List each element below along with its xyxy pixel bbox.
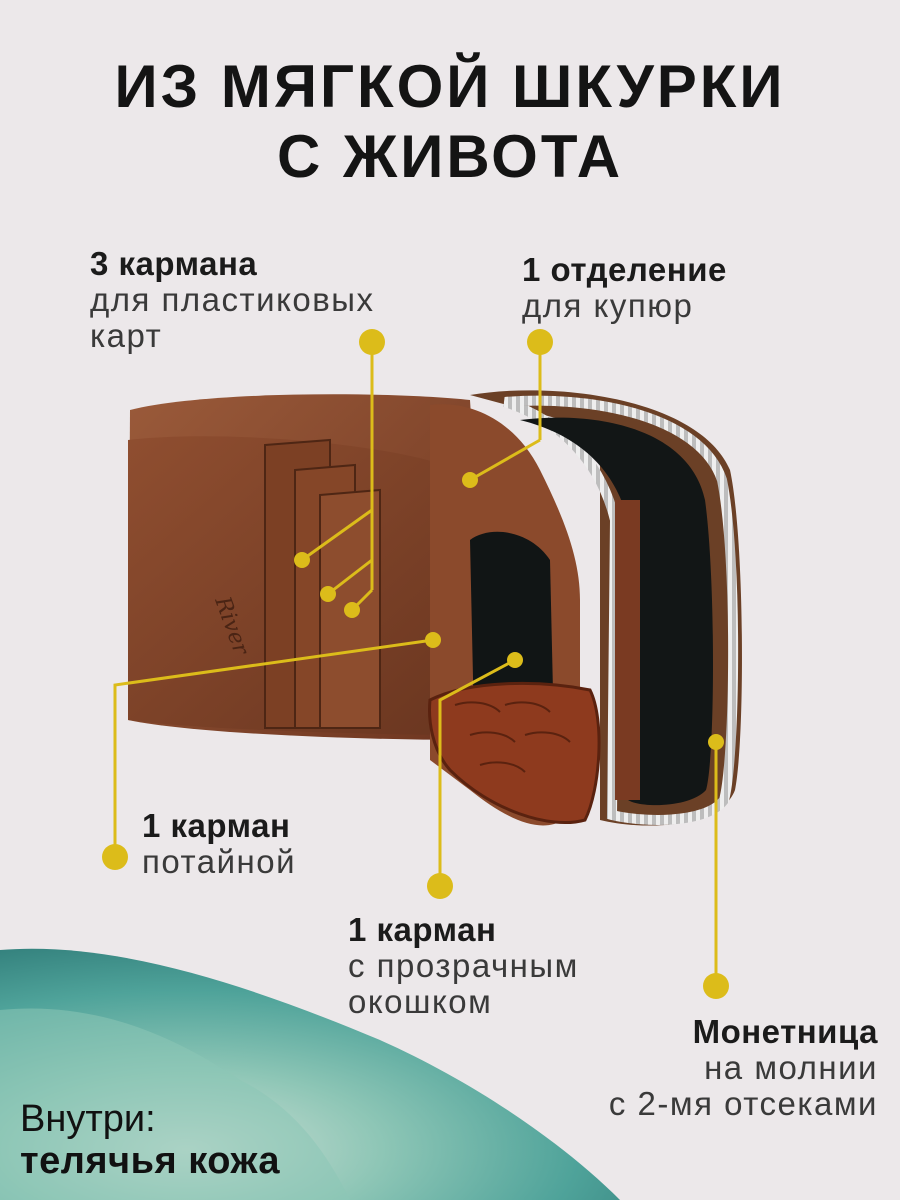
callout-bill-line1: для купюр xyxy=(522,287,694,324)
callout-card-pockets-line2: карт xyxy=(90,317,163,354)
title-line-2: С ЖИВОТА xyxy=(276,123,624,190)
callout-hidden-line1: потайной xyxy=(142,843,297,880)
callout-window-line2: окошком xyxy=(348,983,493,1020)
page-title: ИЗ МЯГКОЙ ШКУРКИ С ЖИВОТА xyxy=(0,52,900,192)
callout-card-pockets-line1: для пластиковых xyxy=(90,281,375,318)
callout-window-title: 1 карман xyxy=(348,911,497,948)
callout-hidden-title: 1 карман xyxy=(142,807,291,844)
callout-coin-line1: на молнии xyxy=(704,1049,878,1086)
callout-card-pockets: 3 кармана для пластиковых карт xyxy=(90,246,375,354)
callout-card-pockets-title: 3 кармана xyxy=(90,245,258,282)
callout-coin-line2: с 2-мя отсеками xyxy=(608,1085,878,1122)
material-note-label: Внутри: xyxy=(20,1098,156,1140)
material-note: Внутри: телячья кожа xyxy=(20,1098,280,1182)
callout-coin-title: Монетница xyxy=(692,1013,878,1050)
wallet-illustration: River xyxy=(128,390,742,826)
callout-window-pocket: 1 карман с прозрачным окошком xyxy=(348,912,579,1020)
callout-dots xyxy=(102,329,729,999)
callout-coin-purse: Монетница на молнии с 2-мя отсеками xyxy=(609,1014,878,1122)
callout-bill-compartment: 1 отделение для купюр xyxy=(522,252,727,324)
callout-window-line1: с прозрачным xyxy=(348,947,579,984)
title-line-1: ИЗ МЯГКОЙ ШКУРКИ xyxy=(114,53,786,120)
leader-lines xyxy=(113,342,718,984)
callout-bill-title: 1 отделение xyxy=(522,251,727,288)
material-note-value: телячья кожа xyxy=(20,1140,280,1182)
callout-hidden-pocket: 1 карман потайной xyxy=(142,808,296,880)
